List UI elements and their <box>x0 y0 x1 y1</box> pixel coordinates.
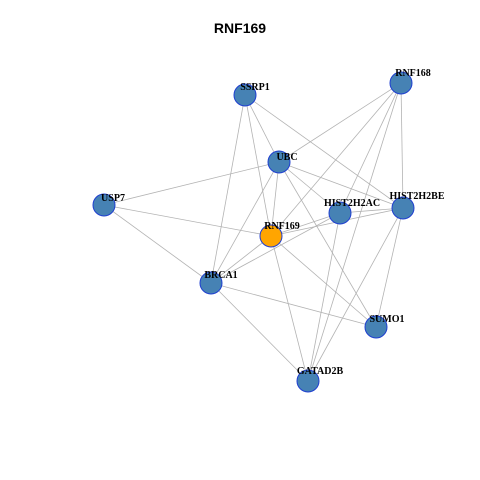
node-sumo1[interactable] <box>364 315 388 339</box>
edge-ssrp1-ubc <box>244 94 280 163</box>
edge-rnf168-hist2h2be <box>400 82 404 209</box>
node-usp7[interactable] <box>92 193 116 217</box>
edge-brca1-sumo1 <box>210 282 377 328</box>
edge-ubc-sumo1 <box>278 161 377 328</box>
node-brca1[interactable] <box>199 271 223 295</box>
edge-rnf168-hist2h2ac <box>339 82 402 214</box>
edge-ubc-hist2h2ac <box>278 161 341 214</box>
node-label-hist2h2be: HIST2H2BE <box>389 191 444 202</box>
edge-hist2h2ac-gatad2b <box>307 212 341 382</box>
edge-hist2h2be-sumo1 <box>375 207 404 328</box>
node-label-ssrp1: SSRP1 <box>240 82 269 93</box>
edge-ssrp1-hist2h2be <box>244 94 404 209</box>
edge-usp7-brca1 <box>103 204 212 284</box>
node-label-rnf169: RNF169 <box>264 221 300 232</box>
edge-ssrp1-brca1 <box>210 94 246 284</box>
edge-hist2h2ac-brca1 <box>210 212 341 284</box>
edge-rnf168-rnf169 <box>270 82 402 237</box>
node-label-sumo1: SUMO1 <box>370 314 405 325</box>
node-hist2h2be[interactable] <box>391 196 415 220</box>
edge-usp7-rnf169 <box>103 204 272 237</box>
edge-rnf169-brca1 <box>210 235 272 284</box>
node-ubc[interactable] <box>267 150 291 174</box>
edge-rnf168-ubc <box>278 82 402 163</box>
edge-ssrp1-rnf169 <box>244 94 272 237</box>
edge-hist2h2ac-rnf169 <box>270 212 341 237</box>
edge-ubc-rnf169 <box>270 161 280 237</box>
node-label-usp7: USP7 <box>101 193 125 204</box>
edge-brca1-gatad2b <box>210 282 309 382</box>
edge-ubc-brca1 <box>210 161 280 284</box>
node-label-brca1: BRCA1 <box>204 270 237 281</box>
edge-rnf169-sumo1 <box>270 235 377 328</box>
node-label-hist2h2ac: HIST2H2AC <box>324 198 380 209</box>
node-label-gatad2b: GATAD2B <box>297 366 344 377</box>
edge-layer <box>103 82 404 382</box>
node-ssrp1[interactable] <box>233 83 257 107</box>
node-label-rnf168: RNF168 <box>395 68 431 79</box>
edge-rnf168-gatad2b <box>307 82 402 382</box>
node-rnf168[interactable] <box>389 71 413 95</box>
edge-ubc-hist2h2be <box>278 161 404 209</box>
node-hist2h2ac[interactable] <box>328 201 352 225</box>
node-label-ubc: UBC <box>276 152 297 163</box>
node-rnf169[interactable] <box>259 224 283 248</box>
edge-hist2h2be-gatad2b <box>307 207 404 382</box>
edge-rnf169-gatad2b <box>270 235 309 382</box>
node-gatad2b[interactable] <box>296 369 320 393</box>
edge-ubc-usp7 <box>103 161 280 206</box>
node-layer <box>92 71 415 393</box>
graph-title: RNF169 <box>213 20 267 36</box>
